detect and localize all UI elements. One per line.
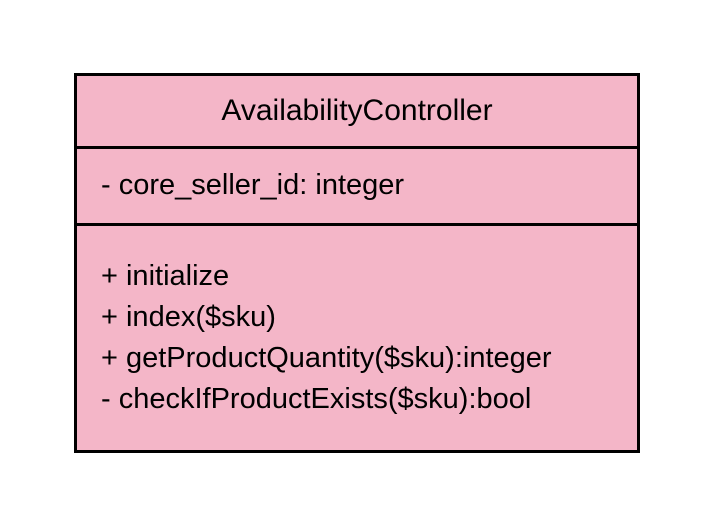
method-item: + index($sku) (101, 301, 276, 333)
method-item: - checkIfProductExists($sku):bool (101, 383, 532, 415)
attribute-item: - core_seller_id: integer (101, 169, 405, 201)
attributes-compartment: - core_seller_id: integer (77, 149, 637, 226)
method-item: + getProductQuantity($sku):integer (101, 342, 552, 374)
uml-class-box: AvailabilityController - core_seller_id:… (74, 73, 640, 453)
method-item: + initialize (101, 260, 230, 292)
class-name: AvailabilityController (221, 94, 493, 127)
methods-compartment: + initialize + index($sku) + getProductQ… (77, 226, 637, 420)
class-name-compartment: AvailabilityController (77, 76, 637, 149)
